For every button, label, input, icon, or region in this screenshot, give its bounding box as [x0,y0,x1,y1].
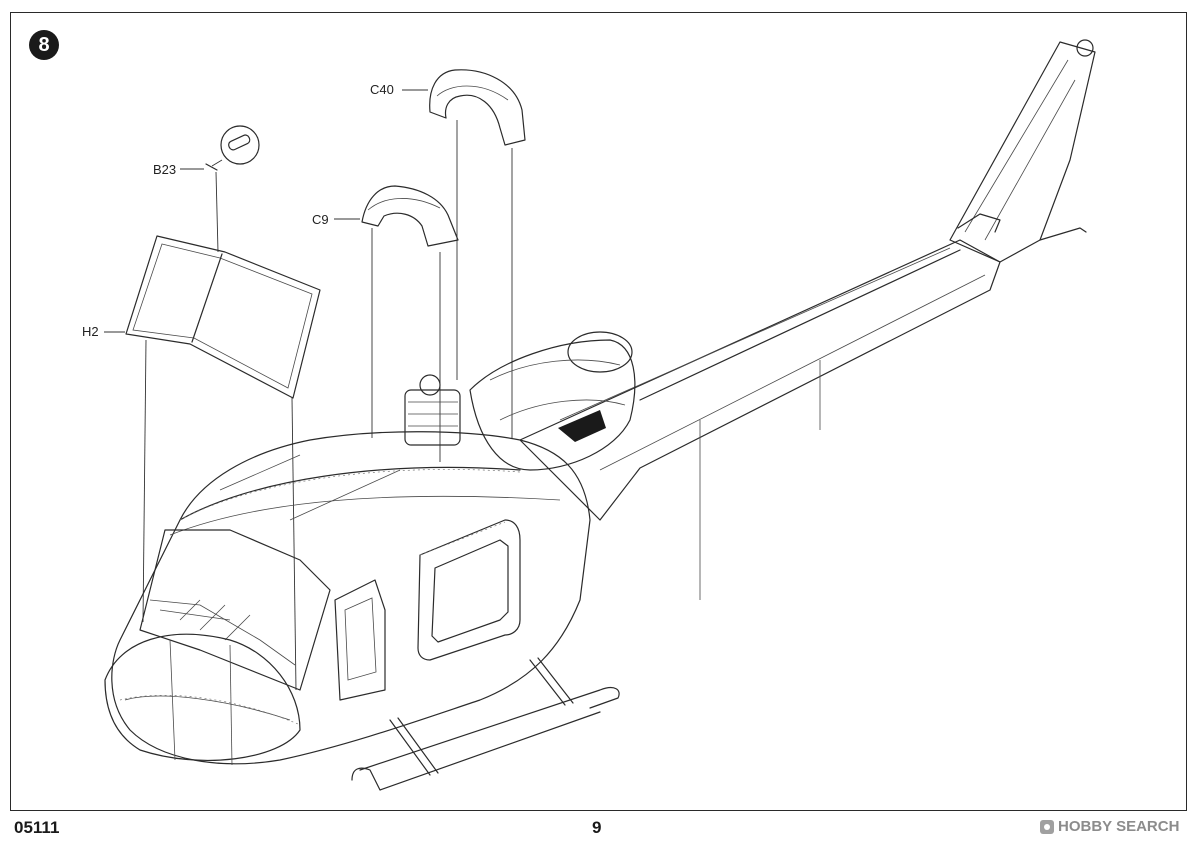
kit-code: 05111 [14,818,60,837]
engine-housing [404,331,636,471]
part-label-h2: H2 [82,324,99,339]
page-frame [10,12,1187,811]
watermark: HOBBY SEARCH [1040,818,1179,835]
landing-skids [351,657,620,791]
part-h2-window [104,235,321,399]
part-label-c40: C40 [370,82,394,97]
fuselage [104,431,591,766]
watermark-text: HOBBY SEARCH [1058,818,1180,835]
part-b23-pin [180,125,260,171]
tail-boom [519,239,1001,600]
part-c40-cowl [402,69,526,146]
tail-fin [949,39,1096,263]
step-number-badge: 8 [29,30,59,60]
page-number: 9 [592,818,602,837]
assembly-leaders [142,120,513,691]
watermark-logo-icon [1040,819,1054,834]
part-label-c9: C9 [312,212,329,227]
part-c9-cowl [334,185,459,247]
part-label-b23: B23 [153,162,177,177]
